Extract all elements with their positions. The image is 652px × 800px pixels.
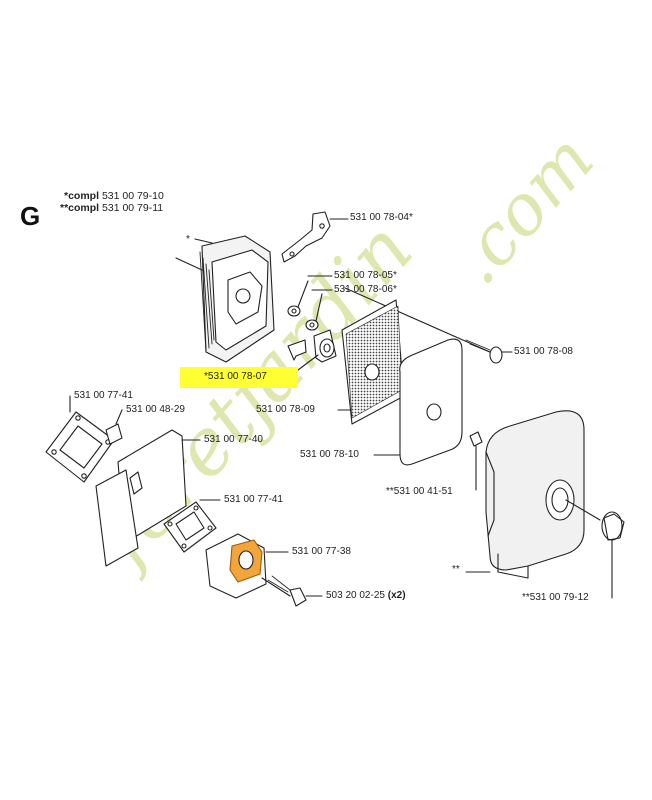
gasket-77-41-right xyxy=(163,499,221,553)
clamp-78-07 xyxy=(287,329,337,363)
clip-41-51 xyxy=(469,431,483,491)
plate-77-40 xyxy=(95,429,201,567)
screw-78-08 xyxy=(344,287,513,364)
section-letter: G xyxy=(20,201,41,231)
part-label-78-06[interactable]: 531 00 78-06* xyxy=(334,284,397,295)
washers xyxy=(287,280,323,331)
adapter-77-38 xyxy=(205,533,289,599)
part-label-78-04[interactable]: 531 00 78-04* xyxy=(350,212,413,223)
filter-cover xyxy=(465,410,585,579)
plug-48-29 xyxy=(105,409,123,445)
marker-cover-star: ** xyxy=(452,564,460,575)
part-label-77-41-left[interactable]: 531 00 77-41 xyxy=(74,390,133,401)
part-label-78-09[interactable]: 531 00 78-09 xyxy=(256,404,315,415)
compl-number-2: 531 00 79-11 xyxy=(102,202,164,214)
marker-housing-star: * xyxy=(186,234,190,245)
compl-prefix-1: *compl xyxy=(64,190,100,202)
part-qty-02-25: (x2) xyxy=(387,590,406,601)
highlight-box xyxy=(180,367,298,388)
foam-filter-78-10 xyxy=(373,338,463,466)
part-label-77-40[interactable]: 531 00 77-40 xyxy=(204,434,263,445)
part-label-79-12[interactable]: **531 00 79-12 xyxy=(522,592,589,603)
compl-line-2: **compl 531 00 79-11 xyxy=(60,202,163,215)
compl-line-1: *compl 531 00 79-10 xyxy=(64,190,164,203)
filter-housing xyxy=(175,235,275,363)
part-number-02-25: 503 20 02-25 xyxy=(326,590,385,601)
bolt-02-25 xyxy=(261,575,323,607)
part-label-48-29[interactable]: 531 00 48-29 xyxy=(126,404,185,415)
part-label-78-05[interactable]: 531 00 78-05* xyxy=(334,270,397,281)
part-label-77-38[interactable]: 531 00 77-38 xyxy=(292,546,351,557)
compl-prefix-2: **compl xyxy=(60,202,100,214)
bracket-78-04 xyxy=(281,211,349,263)
part-label-77-41-right[interactable]: 531 00 77-41 xyxy=(224,494,283,505)
highlight-part-label[interactable]: *531 00 78-07 xyxy=(204,371,267,382)
compl-number-1: 531 00 79-10 xyxy=(101,190,164,202)
mesh-screen-78-09 xyxy=(337,299,405,425)
gasket-77-41-left xyxy=(45,395,115,483)
part-label-78-10[interactable]: 531 00 78-10 xyxy=(300,449,359,460)
knob-79-12 xyxy=(565,499,625,599)
part-label-78-08[interactable]: 531 00 78-08 xyxy=(514,346,573,357)
part-label-41-51[interactable]: **531 00 41-51 xyxy=(386,486,453,497)
part-label-02-25[interactable]: 503 20 02-25 (x2) xyxy=(326,590,406,602)
